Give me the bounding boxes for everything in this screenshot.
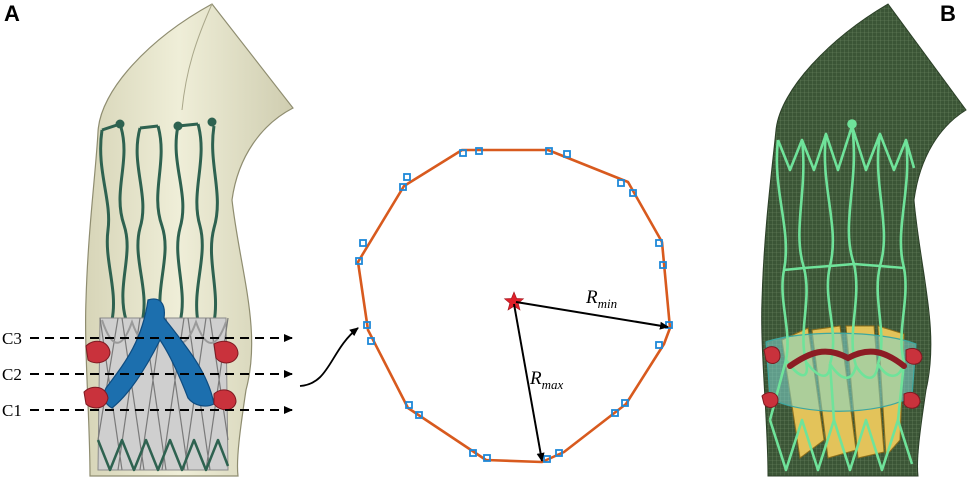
contour-nodes [355, 147, 673, 463]
panel-label-b: B [940, 1, 956, 26]
stent-frame-a [99, 117, 219, 323]
stent-inflow-a [96, 438, 230, 472]
calcium-deposits-a [83, 340, 239, 411]
native-leaflet-a [103, 298, 215, 409]
r-max-label: Rmax [529, 368, 563, 392]
cut-planes: C3 C2 C1 [2, 329, 293, 420]
vessel-model-b [761, 3, 967, 477]
cut-label-c2: C2 [2, 365, 22, 384]
cross-section-contour [356, 148, 672, 464]
stent-frame-b [768, 119, 916, 472]
cross-section: Rmin Rmax [355, 147, 673, 464]
panel-label-a: A [4, 1, 20, 26]
vessel-model-a [83, 3, 294, 477]
cut-label-c3: C3 [2, 329, 22, 348]
connector-arrow [299, 327, 359, 387]
cut-label-c1: C1 [2, 401, 22, 420]
r-min-arrow [515, 301, 669, 330]
r-max-arrow [513, 303, 545, 462]
annulus-ring-b [787, 348, 907, 369]
calcium-deposits-b [761, 346, 923, 409]
r-min-label: Rmin [585, 287, 617, 311]
